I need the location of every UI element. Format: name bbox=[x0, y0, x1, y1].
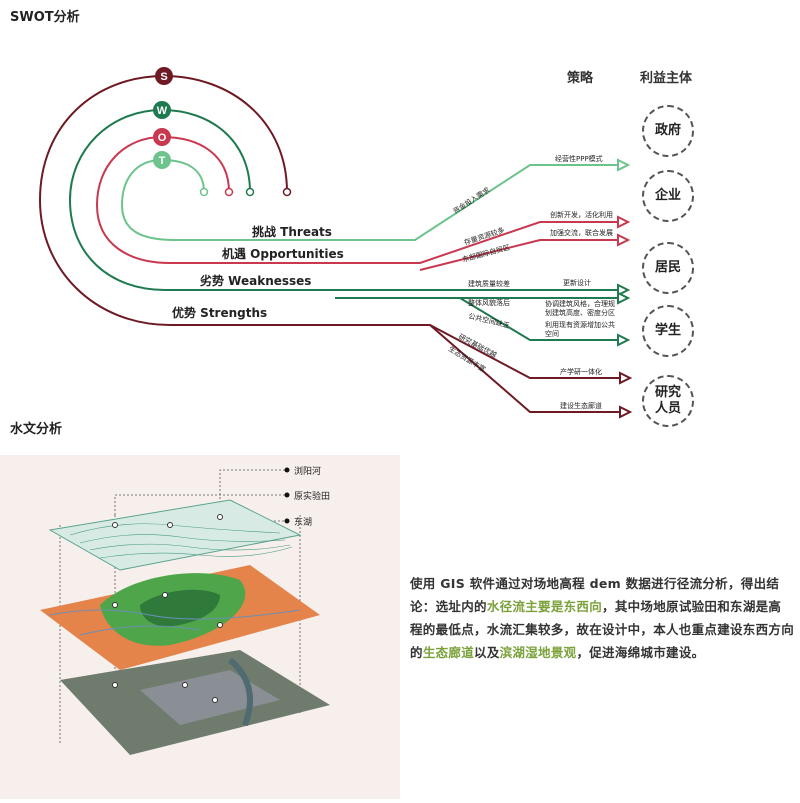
t-letter-badge bbox=[153, 151, 171, 169]
opportunities-branch bbox=[419, 239, 620, 271]
hydrology-layers-illustration bbox=[40, 467, 330, 755]
weaknesses-end-dot bbox=[245, 187, 255, 197]
terrain-wireframe-layer bbox=[48, 499, 302, 571]
strategy-ppp: 经营性PPP模式 bbox=[555, 154, 603, 163]
swot-title: SWOT分析 bbox=[10, 10, 80, 25]
strategy-coordinate-1: 协调建筑风格，合理规 bbox=[545, 299, 615, 308]
t-letter: T bbox=[159, 155, 166, 167]
weaknesses-arc bbox=[68, 108, 620, 291]
stakeholder-residents: 居民 bbox=[642, 242, 694, 294]
strengths-end-dot bbox=[282, 187, 292, 197]
arrow-industry bbox=[619, 371, 633, 385]
threats-arc bbox=[120, 158, 620, 241]
hydrology-conclusion-text: 使用 GIS 软件通过对场地高程 dem 数据进行径流分析，得出结论：选址内的水… bbox=[410, 576, 795, 660]
arrow-coordinate bbox=[617, 291, 631, 305]
hydrology-illustration-panel: 浏阳河 原实验田 东湖 bbox=[0, 455, 400, 799]
stakeholder-students: 学生 bbox=[642, 305, 694, 357]
strategy-reuse-2: 空间 bbox=[545, 329, 559, 338]
swot-diagram: S W O T 挑战 Threats 机遇 Opportunities 劣势 W… bbox=[38, 67, 633, 419]
s-letter: S bbox=[160, 71, 167, 83]
label-east-lake: 东湖 bbox=[294, 518, 313, 528]
w-letter: W bbox=[157, 105, 168, 117]
opportunities-end-dot bbox=[224, 187, 234, 197]
opportunities-label: 机遇 Opportunities bbox=[222, 246, 344, 261]
arrow-exchange bbox=[617, 233, 631, 247]
stakeholder-column-header: 利益主体 bbox=[640, 71, 693, 86]
strategy-industry: 产学研一体化 bbox=[560, 367, 602, 376]
stakeholder-researchers: 研究人员 bbox=[642, 375, 694, 427]
arrow-corridor bbox=[619, 405, 633, 419]
strategy-exchange: 加强交流，联合发展 bbox=[550, 228, 613, 237]
strengths-branch-research bbox=[429, 324, 625, 379]
strengths-label: 优势 Strengths bbox=[172, 305, 267, 320]
arrow-innovate bbox=[617, 215, 631, 229]
s-letter-badge bbox=[155, 67, 173, 85]
strengths-arc bbox=[38, 74, 625, 413]
arrow-ppp bbox=[617, 158, 631, 172]
factor-capital: 资金投入需求 bbox=[451, 185, 491, 215]
factor-public-space: 公共空间缺乏 bbox=[468, 311, 511, 330]
threats-end-dot bbox=[199, 187, 209, 197]
arrow-renew bbox=[617, 283, 631, 297]
strategy-reuse-1: 利用现有资源增加公共 bbox=[545, 320, 615, 329]
strategy-column-header: 策略 bbox=[567, 71, 594, 86]
arrow-reuse bbox=[617, 333, 631, 347]
stakeholder-enterprise: 企业 bbox=[642, 170, 694, 222]
hydrology-title: 水文分析 bbox=[10, 422, 63, 437]
opportunities-arc bbox=[95, 135, 620, 264]
weaknesses-branch-space bbox=[335, 297, 620, 341]
o-letter-badge bbox=[153, 128, 171, 146]
strategy-corridor: 建设生态廊道 bbox=[560, 401, 602, 410]
strategy-innovate: 创新开发，活化利用 bbox=[550, 210, 613, 219]
factor-style: 整体风貌落后 bbox=[468, 298, 510, 307]
weaknesses-label: 劣势 Weaknesses bbox=[200, 273, 311, 288]
factor-building: 建筑质量较差 bbox=[468, 279, 510, 288]
o-letter: O bbox=[158, 132, 167, 144]
strategy-renew: 更新设计 bbox=[563, 278, 591, 287]
threats-label: 挑战 Threats bbox=[252, 224, 332, 239]
label-liuyang-river: 浏阳河 bbox=[294, 467, 322, 477]
strategy-coordinate-2: 划建筑高度、密度分区 bbox=[545, 308, 615, 317]
stakeholder-government: 政府 bbox=[642, 105, 694, 157]
w-letter-badge bbox=[153, 101, 171, 119]
label-former-test-field: 原实验田 bbox=[294, 492, 331, 502]
